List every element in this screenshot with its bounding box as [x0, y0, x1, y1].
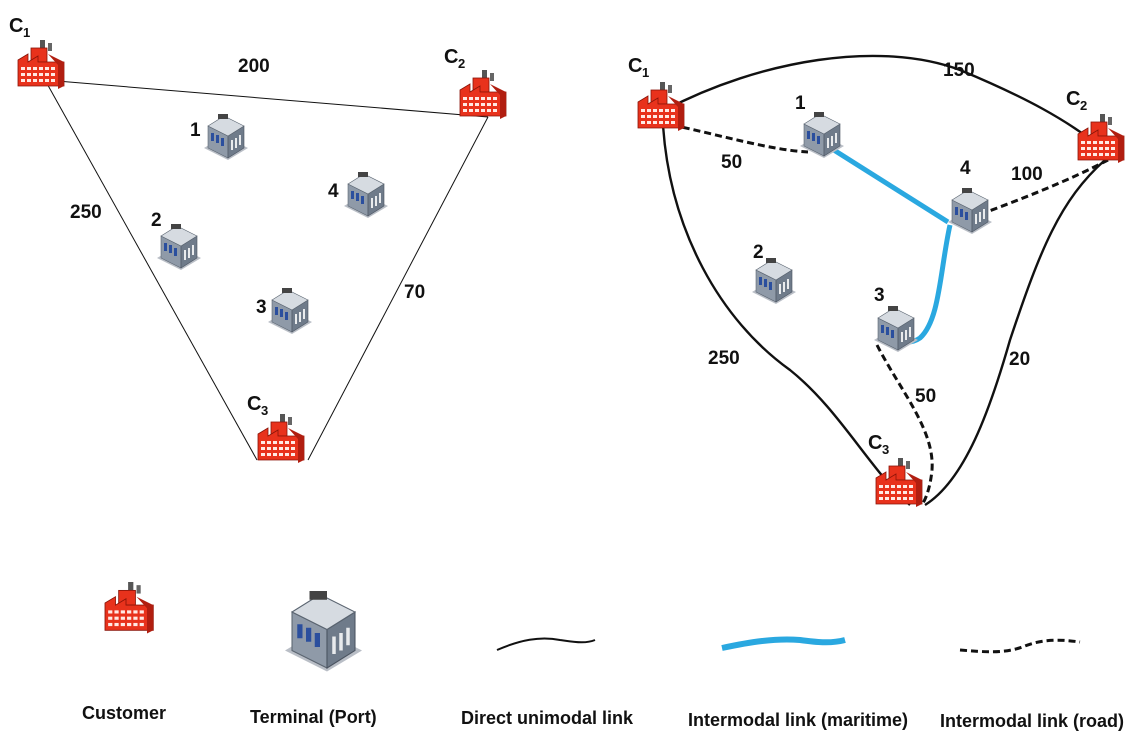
factory-icon [637, 81, 685, 132]
right-terminal-2: 2 [751, 242, 797, 305]
terminal-label: 2 [151, 210, 162, 231]
terminal-icon [947, 187, 993, 235]
legend-customer: Customer [82, 581, 166, 723]
left-weight-c1-c2: 200 [238, 56, 270, 77]
right-terminal-3: 3 [873, 285, 919, 353]
customer-letter: C [247, 393, 261, 415]
right-edge-t4-c2 [969, 158, 1109, 220]
customer-subscript: 2 [458, 56, 465, 71]
left-customer-c3: C 3 [247, 393, 305, 464]
terminal-label: 3 [874, 285, 885, 306]
left-network: 200 250 70 C 1 C 2 C 3 1 2 3 [9, 15, 507, 464]
legend-direct-label: Direct unimodal link [461, 708, 634, 728]
right-edge-c1-c2 [664, 54, 1111, 156]
right-edge-t3-c3 [875, 344, 934, 506]
terminal-label: 2 [753, 242, 764, 263]
customer-letter: C [444, 46, 458, 68]
maritime-line-sample [721, 636, 846, 651]
left-terminal-3: 3 [256, 287, 313, 335]
right-terminal-4: 4 [947, 158, 993, 235]
terminal-icon [267, 287, 313, 335]
legend-direct: Direct unimodal link [461, 637, 634, 728]
customer-letter: C [1066, 88, 1080, 110]
right-weight-c1-c3: 250 [708, 348, 740, 369]
customer-subscript: 1 [642, 65, 649, 80]
legend-road-label: Intermodal link (road) [940, 711, 1124, 731]
factory-icon [257, 413, 305, 464]
terminal-label: 4 [960, 158, 971, 179]
right-edge-c2-c3 [924, 159, 1106, 507]
right-customer-c2: C 2 [1066, 88, 1125, 164]
left-edge-c1-c3 [44, 79, 258, 461]
right-edge-t1-t4 [816, 137, 950, 225]
legend: Customer Terminal (Port) Direct unimodal… [82, 581, 1124, 731]
terminal-icon [156, 223, 202, 271]
terminal-icon [343, 171, 389, 219]
customer-subscript: 3 [261, 403, 268, 418]
right-customer-c1: C 1 [628, 55, 685, 132]
legend-terminal: Terminal (Port) [250, 590, 377, 727]
factory-icon [459, 69, 507, 120]
terminal-label: 1 [795, 93, 806, 114]
customer-letter: C [868, 432, 882, 454]
left-edge-c1-c2 [44, 79, 489, 118]
legend-customer-label: Customer [82, 703, 166, 723]
factory-icon [875, 457, 923, 508]
terminal-icon [873, 305, 919, 353]
factory-icon [1077, 113, 1125, 164]
road-line-sample [959, 638, 1081, 654]
terminal-label: 4 [328, 181, 339, 202]
customer-letter: C [9, 15, 23, 37]
customer-subscript: 1 [23, 25, 30, 40]
left-edge-c2-c3 [307, 116, 489, 461]
terminal-icon [751, 257, 797, 305]
left-weight-c1-c3: 250 [70, 202, 102, 223]
legend-road: Intermodal link (road) [940, 638, 1124, 731]
terminal-icon [203, 113, 249, 161]
terminal-label: 1 [190, 120, 201, 141]
right-network: 150 250 20 50 100 50 C 1 C 2 C 3 1 2 [628, 54, 1125, 508]
legend-maritime: Intermodal link (maritime) [688, 636, 908, 730]
right-weight-t3-c3: 50 [915, 386, 936, 407]
right-edge-c1-t1 [671, 123, 809, 154]
terminal-label: 3 [256, 297, 267, 318]
left-customer-c2: C 2 [444, 46, 507, 120]
right-terminal-1: 1 [795, 93, 845, 159]
right-weight-c1-c2: 150 [943, 60, 975, 81]
factory-icon [17, 39, 65, 90]
right-edge-c1-c3 [661, 124, 911, 506]
right-weight-c1-t1: 50 [721, 152, 742, 173]
customer-subscript: 2 [1080, 98, 1087, 113]
customer-letter: C [628, 55, 642, 77]
left-terminal-2: 2 [151, 210, 202, 271]
legend-maritime-label: Intermodal link (maritime) [688, 710, 908, 730]
terminal-icon [284, 590, 363, 673]
left-terminal-1: 1 [190, 113, 249, 161]
left-customer-c1: C 1 [9, 15, 65, 90]
left-weight-c2-c3: 70 [404, 282, 425, 303]
direct-line-sample [496, 637, 596, 651]
legend-terminal-label: Terminal (Port) [250, 707, 377, 727]
customer-subscript: 3 [882, 442, 889, 457]
right-weight-c2-c3: 20 [1009, 349, 1030, 370]
factory-icon [104, 581, 154, 634]
left-terminal-4: 4 [328, 171, 389, 219]
right-customer-c3: C 3 [868, 432, 923, 508]
right-weight-t4-c2: 100 [1011, 164, 1043, 185]
